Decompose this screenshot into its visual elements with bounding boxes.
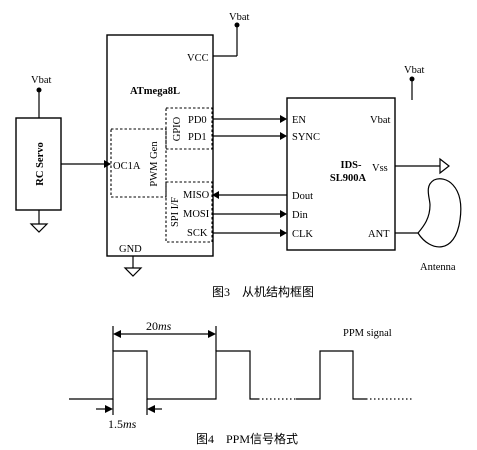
rfid-pin-din: Din	[292, 210, 309, 221]
rfid-name-line2: SL900A	[330, 173, 367, 184]
spi-pin-sck: SCK	[187, 228, 208, 239]
rfid-vbat-pin: Vbat	[370, 115, 390, 126]
rc-servo-block: RC Servo	[15, 117, 62, 233]
antenna-loop-icon	[417, 178, 462, 248]
rfid-pin-sync: SYNC	[292, 132, 320, 143]
rfid-vbat-label: Vbat	[404, 65, 424, 76]
pwm-gen-label: PWM Gen	[149, 141, 160, 187]
servo-vbat-label: Vbat	[31, 75, 51, 86]
mcu-block: VCC ATmega8L GND OC1A PWM Gen GPIO PD0 P…	[106, 34, 214, 277]
pulse-width-label: 1.5ms	[108, 417, 137, 431]
ppm-signal-label: PPM signal	[343, 328, 392, 339]
period-label: 20ms	[146, 319, 172, 333]
servo-vbat-supply: Vbat	[31, 75, 51, 118]
rfid-pin-dout: Dout	[292, 191, 313, 202]
figure3-caption: 图3 从机结构框图	[212, 284, 314, 299]
mcu-vbat-supply: Vbat	[213, 12, 249, 57]
antenna: Antenna	[395, 178, 462, 273]
ppm-waveform	[69, 350, 258, 400]
spi-pin-mosi: MOSI	[183, 209, 210, 220]
mcu-ground-icon	[123, 267, 143, 277]
rfid-chip-block: EN SYNC Dout Din CLK IDS- SL900A Vbat Vs…	[286, 97, 396, 251]
rfid-ant-pin: ANT	[368, 229, 390, 240]
gpio-label: GPIO	[172, 116, 183, 141]
figure4-caption: 图4 PPM信号格式	[196, 431, 298, 446]
block-diagram: Vbat Vbat Vbat RC Servo VCC	[15, 12, 462, 299]
servo-ground-icon	[29, 223, 49, 233]
rfid-name-line1: IDS-	[340, 160, 362, 171]
rfid-vbat-supply: Vbat	[404, 65, 424, 100]
servo-label: RC Servo	[35, 142, 46, 185]
mcu-gnd-label: GND	[119, 244, 142, 255]
gpio-group	[165, 107, 213, 150]
spi-label: SPI I/F	[170, 197, 181, 227]
gpio-pin-pd0: PD0	[188, 115, 207, 126]
mcu-vbat-label: Vbat	[229, 12, 249, 23]
vss-ground-icon	[439, 157, 450, 175]
pwm-pin-oc1a: OC1A	[113, 161, 141, 172]
rfid-pin-en: EN	[292, 115, 306, 126]
mcu-rfid-signals	[212, 115, 287, 237]
antenna-label: Antenna	[420, 262, 456, 273]
pwm-gen-group	[110, 128, 167, 198]
mcu-name: ATmega8L	[130, 86, 180, 97]
mcu-vcc-label: VCC	[187, 53, 209, 64]
gpio-pin-pd1: PD1	[188, 132, 207, 143]
spi-pin-miso: MISO	[183, 190, 210, 201]
ppm-timing-diagram: 20ms PPM signal 1.5ms 图4 PPM信号格式	[69, 319, 412, 446]
spi-group	[165, 181, 213, 243]
rfid-pin-clk: CLK	[292, 229, 313, 240]
rfid-vss-pin: Vss	[372, 163, 388, 174]
